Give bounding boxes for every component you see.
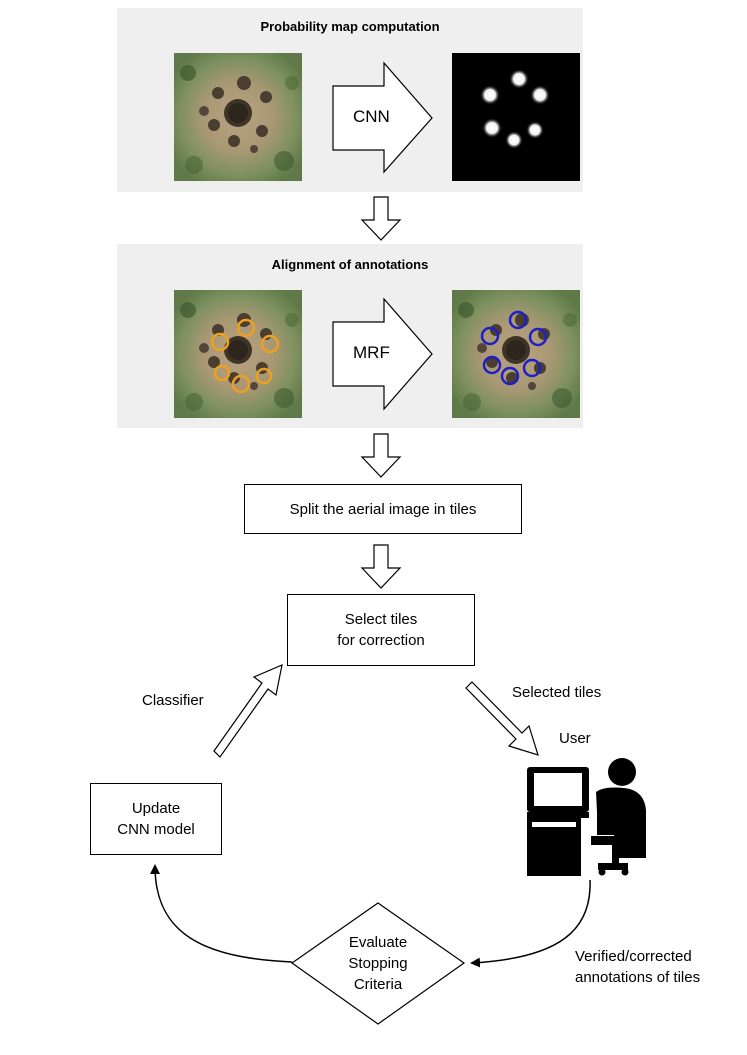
block-arrow-down-icon bbox=[360, 433, 402, 478]
block-arrow-down-icon bbox=[360, 544, 402, 589]
connector-evaluate-to-update bbox=[150, 864, 293, 963]
update-model-line1: Update bbox=[131, 800, 181, 817]
selected-tiles-label: Selected tiles bbox=[512, 684, 602, 701]
probability-map-tile bbox=[452, 53, 580, 181]
split-tiles-box: Split the aerial image in tiles bbox=[244, 484, 522, 534]
block-arrow-right-icon bbox=[332, 61, 433, 174]
initial-annotations-tile bbox=[174, 290, 302, 418]
update-model-box: Update CNN model bbox=[90, 783, 222, 855]
select-tiles-line2: for correction bbox=[337, 632, 425, 649]
panel-title: Probability map computation bbox=[260, 19, 440, 34]
verified-line2: annotations of tiles bbox=[575, 969, 701, 986]
block-arrow-diagonal-icon bbox=[465, 681, 539, 756]
mrf-arrow-label: MRF bbox=[353, 343, 390, 362]
block-arrow-down-icon bbox=[360, 196, 402, 241]
user-at-computer-icon bbox=[527, 758, 646, 876]
classifier-label: Classifier bbox=[142, 692, 204, 709]
panel-title: Alignment of annotations bbox=[271, 257, 429, 272]
user-label: User bbox=[559, 730, 591, 747]
split-tiles-label: Split the aerial image in tiles bbox=[289, 500, 477, 518]
select-tiles-box: Select tiles for correction bbox=[287, 594, 475, 666]
evaluate-line3: Criteria bbox=[353, 976, 403, 993]
update-model-line2: CNN model bbox=[117, 821, 195, 838]
block-arrow-diagonal-icon bbox=[213, 663, 283, 758]
block-arrow-right-icon bbox=[332, 297, 433, 411]
evaluate-line1: Evaluate bbox=[348, 934, 408, 951]
evaluate-criteria-label: Evaluate Stopping Criteria bbox=[318, 932, 438, 995]
evaluate-line2: Stopping bbox=[348, 955, 408, 972]
verified-annotations-label: Verified/corrected annotations of tiles bbox=[575, 946, 700, 988]
verified-line1: Verified/corrected bbox=[575, 948, 692, 965]
aligned-annotations-tile bbox=[452, 290, 580, 418]
select-tiles-line1: Select tiles bbox=[344, 611, 418, 628]
connector-user-to-evaluate bbox=[470, 879, 591, 968]
cnn-arrow-label: CNN bbox=[353, 107, 390, 126]
evaluate-diamond bbox=[290, 902, 466, 1025]
